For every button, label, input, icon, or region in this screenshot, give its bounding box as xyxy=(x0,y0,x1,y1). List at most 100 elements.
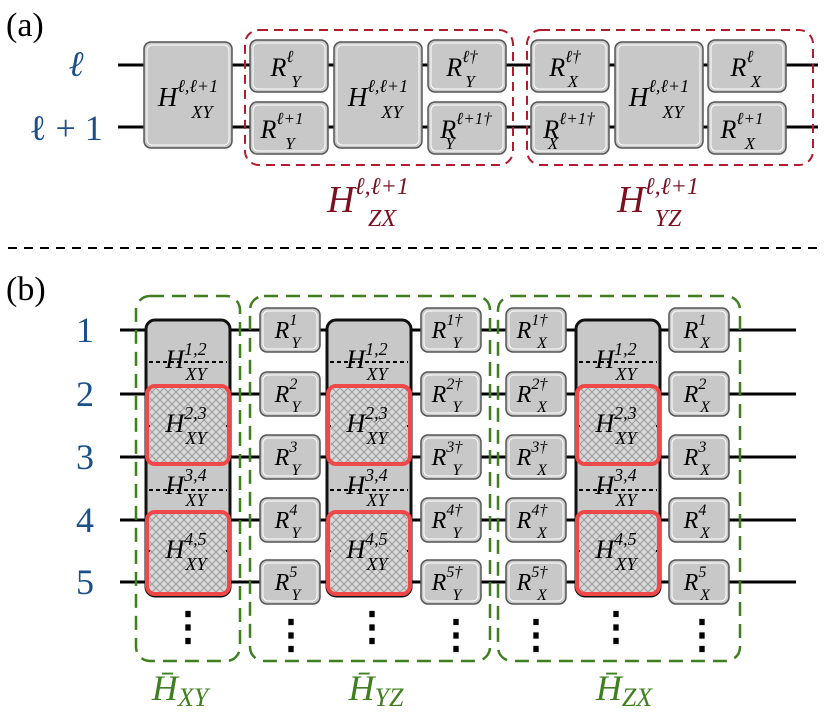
r-gate-sub: X xyxy=(536,399,548,416)
wire-label-l: ℓ xyxy=(69,44,84,84)
gate-main: R xyxy=(720,115,737,144)
gate-main: R xyxy=(516,445,532,471)
gate-sup: 1,2 xyxy=(184,339,207,359)
h-hatch xyxy=(580,388,656,462)
h-highlight xyxy=(575,384,661,466)
group-label-hzx-sub: ZX xyxy=(368,206,397,232)
r-gate-rx-dag-3: R3†X xyxy=(505,434,567,480)
r-gate-ry-dag-4: R4†Y xyxy=(420,497,482,543)
gate-main: R xyxy=(431,570,447,596)
gate-sub: XY xyxy=(190,102,214,122)
gate-main: R xyxy=(683,382,699,408)
svg-text:Rℓ: Rℓ xyxy=(270,47,294,82)
r-gate-sub: X xyxy=(699,462,711,479)
svg-text:Rℓ+1†: Rℓ+1† xyxy=(542,109,595,144)
h-gate-label: H1,2 xyxy=(594,339,636,374)
h-hatch xyxy=(331,388,407,462)
gate-sup: ℓ xyxy=(286,47,293,66)
gate-main: H xyxy=(164,471,185,500)
r-gate-label: R4 xyxy=(683,502,707,534)
gate-sup: ℓ,ℓ+1 xyxy=(648,76,689,96)
h-highlight xyxy=(575,510,661,596)
r-gate-ry-3: R3Y xyxy=(259,434,321,480)
gate-main: H xyxy=(594,535,615,564)
gate-rx-l-plus-1-dag: Rℓ+1† X xyxy=(530,101,610,155)
r-gate-ry-1: R1Y xyxy=(259,307,321,353)
h-gate-sub: XY xyxy=(184,490,208,510)
r-gate-rx-dag-5: R5†X xyxy=(505,559,567,605)
h-hatch xyxy=(331,514,407,592)
wire-label-1: 1 xyxy=(76,310,94,350)
r-gate-sub: Y xyxy=(453,335,464,352)
gate-sup: 1† xyxy=(446,312,463,329)
ellipsis: ⋮ xyxy=(596,604,636,649)
r-gate-sub: Y xyxy=(292,399,303,416)
gate-sup: 4 xyxy=(289,502,297,519)
r-gate-ry-dag-2: R2†Y xyxy=(420,371,482,417)
r-gate-label: R4† xyxy=(516,502,549,534)
h-gate-label: H2,3 xyxy=(594,403,636,438)
gate-sup: 2† xyxy=(446,376,463,393)
gate-main: R xyxy=(274,445,290,471)
ellipsis: ⋮ xyxy=(271,612,311,657)
r-gate-sub: X xyxy=(536,335,548,352)
gate-main: H xyxy=(347,82,369,112)
gate-sup: 4,5 xyxy=(184,529,207,549)
panel-a-label: (a) xyxy=(6,7,44,44)
gate-sup: ℓ,ℓ+1 xyxy=(367,76,408,96)
group-hyz-box xyxy=(526,29,814,166)
svg-text:Rℓ: Rℓ xyxy=(730,47,754,82)
gate-sub: X xyxy=(547,134,559,153)
gate-main: R xyxy=(516,570,532,596)
gate-main: R xyxy=(439,115,456,144)
r-gate-sub: Y xyxy=(292,335,303,352)
r-gate-sub: Y xyxy=(292,587,303,604)
gate-main: H xyxy=(594,409,615,438)
gate-sup: ℓ† xyxy=(565,47,581,66)
svg-text:Rℓ+1: Rℓ+1 xyxy=(260,109,304,144)
gate-sub: XY xyxy=(661,102,685,122)
r-gate-label: R2† xyxy=(516,376,549,408)
r-gate-label: R2 xyxy=(683,376,707,408)
r-gate-sub: Y xyxy=(453,462,464,479)
r-gate-label: R4† xyxy=(431,502,464,534)
gate-sup: 5† xyxy=(446,564,463,581)
r-gate-sub: Y xyxy=(453,587,464,604)
h-hatch xyxy=(580,514,656,592)
group-hxy-box xyxy=(134,294,242,663)
h-gate-label: H3,4 xyxy=(345,465,387,500)
ellipsis: ⋮ xyxy=(168,604,208,649)
svg-text:Rℓ†: Rℓ† xyxy=(548,47,581,82)
h-gate-label: H2,3 xyxy=(345,403,387,438)
gate-h-xy-l-mid-1: Hℓ,ℓ+1 XY xyxy=(333,41,423,149)
h-hatch xyxy=(150,388,226,462)
gate-main: R xyxy=(431,445,447,471)
r-gate-rx-1: R1X xyxy=(668,307,730,353)
r-gate-ry-5: R5Y xyxy=(259,559,321,605)
h-highlight xyxy=(145,384,231,466)
r-gate-rx-2: R2X xyxy=(668,371,730,417)
h-gate-sub: XY xyxy=(365,364,389,384)
gate-main: H xyxy=(628,82,650,112)
gate-main: H xyxy=(594,345,615,374)
r-gate-sub: X xyxy=(536,525,548,542)
gate-main: R xyxy=(542,115,559,144)
wire-label-2: 2 xyxy=(76,374,94,414)
gate-main: R xyxy=(516,318,532,344)
gate-rx-l-plus-1: Rℓ+1 X xyxy=(707,101,787,155)
h-gate-sub: XY xyxy=(614,490,638,510)
gate-sup: 4 xyxy=(698,502,706,519)
panel-b-label: (b) xyxy=(6,271,46,308)
r-gate-rx-dag-1: R1†X xyxy=(505,307,567,353)
gate-main: R xyxy=(516,508,532,534)
gate-ry-l-plus-1: Rℓ+1 Y xyxy=(249,101,329,155)
gate-sup: 2,3 xyxy=(184,403,207,423)
group-label-hzx-bar: H̄ZX xyxy=(595,668,653,712)
wire-label-5: 5 xyxy=(76,562,94,602)
gate-sup: 3 xyxy=(697,439,706,456)
r-gate-rx-3: R3X xyxy=(668,434,730,480)
gate-sup: 2,3 xyxy=(365,403,388,423)
gate-sub: X xyxy=(744,134,756,153)
gate-sup: ℓ+1 xyxy=(276,109,303,128)
